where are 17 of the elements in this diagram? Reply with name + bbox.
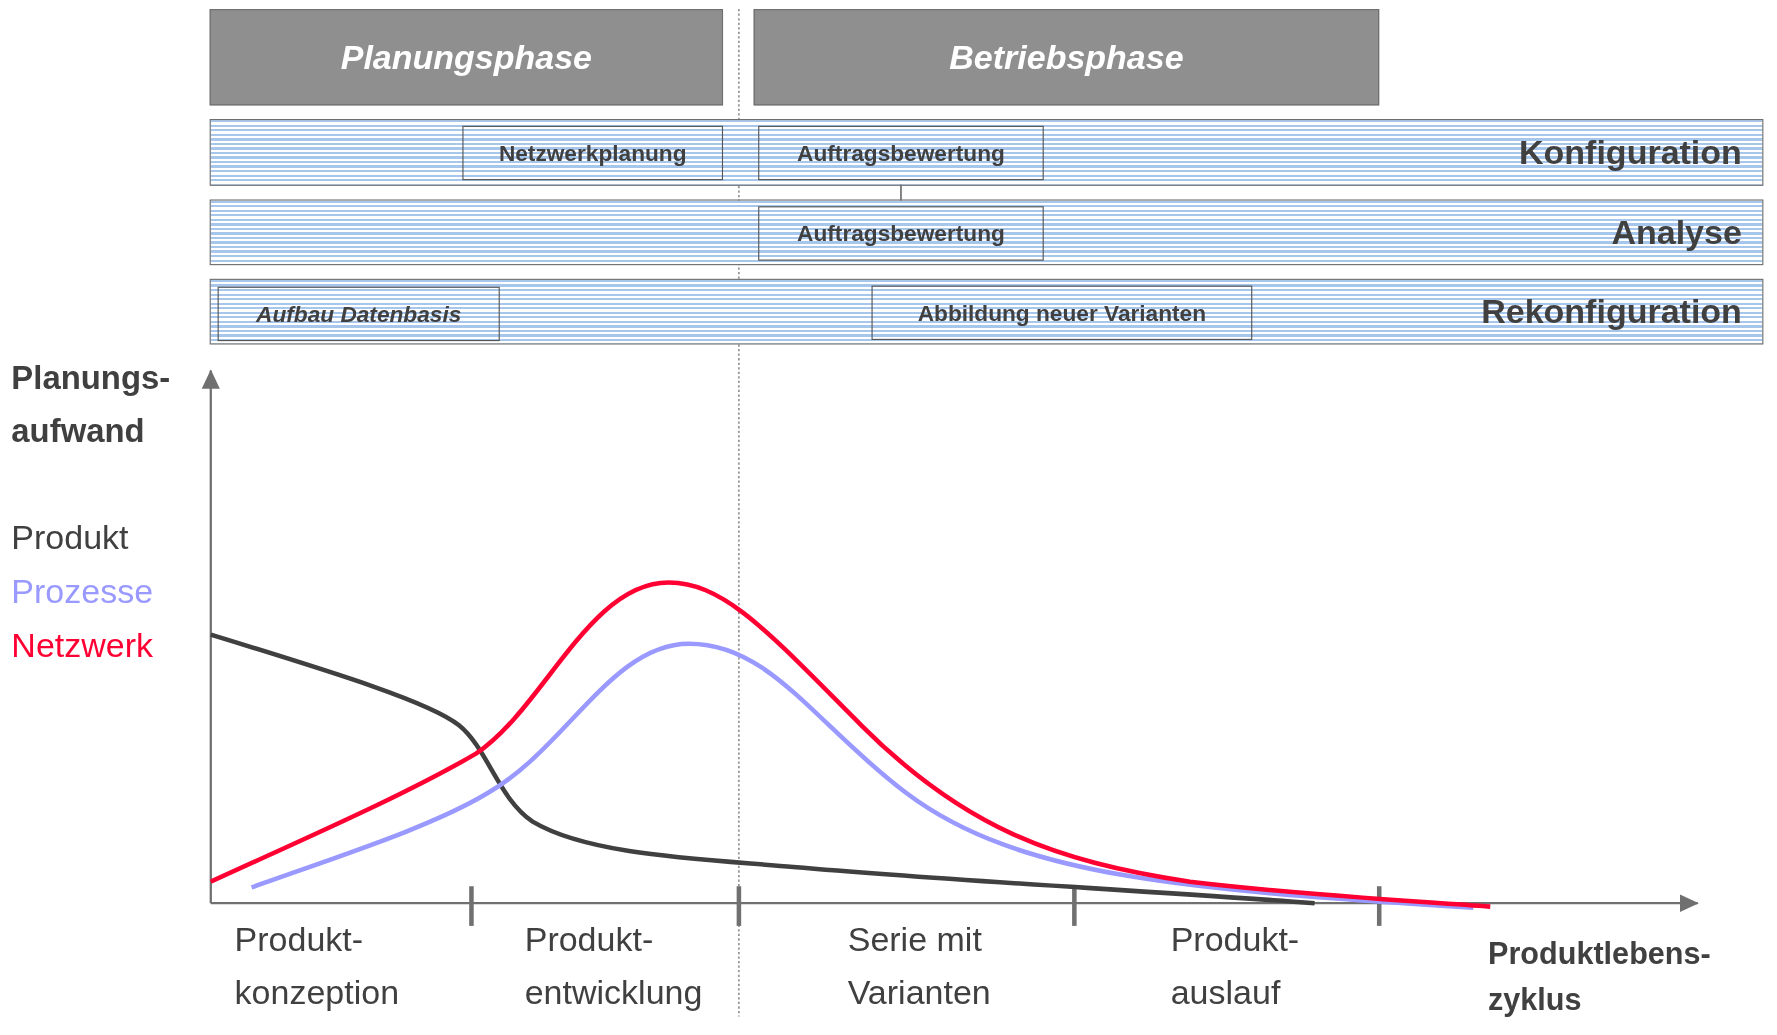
band-title: Konfiguration <box>1519 133 1742 172</box>
band-title: Analyse <box>1611 213 1742 252</box>
phase-header: Betriebsphase <box>753 9 1380 106</box>
phase-label: Produkt- auslauf <box>1170 919 1301 1013</box>
phase-header: Planungsphase <box>209 9 724 106</box>
axis-label: Produktlebens- zyklus <box>1488 936 1712 1019</box>
band-bar <box>209 278 1764 345</box>
phase-label: Produkt- konzeption <box>234 919 401 1013</box>
phase-label: Produkt- entwicklung <box>524 919 704 1013</box>
axis-label: Planungs- aufwand <box>11 358 172 451</box>
band-bar <box>209 199 1764 266</box>
phase-label: Serie mit Varianten <box>847 919 992 1013</box>
band-bar <box>209 119 1764 186</box>
legend-entry: Netzwerk <box>11 625 154 667</box>
band-title: Rekonfiguration <box>1481 292 1742 331</box>
legend-entry: Produkt <box>11 516 129 558</box>
legend-entry: Prozesse <box>11 571 154 612</box>
